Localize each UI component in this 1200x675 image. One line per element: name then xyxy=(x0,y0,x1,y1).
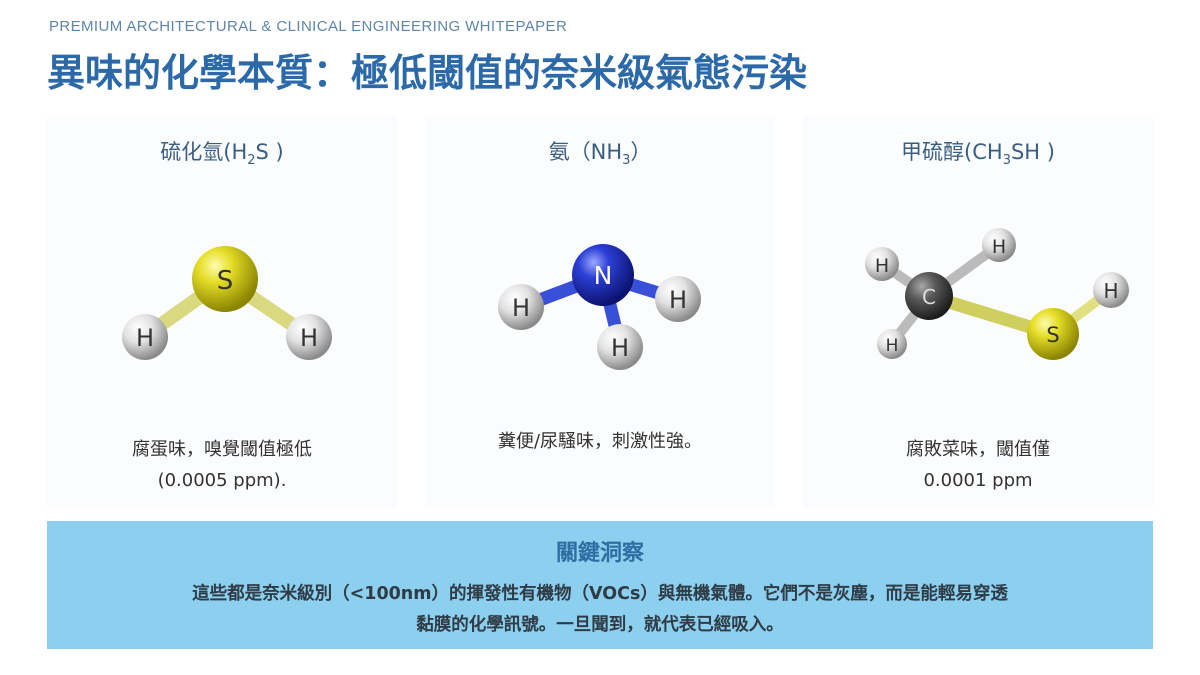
key-insight-box: 關鍵洞察 這些都是奈米級別（<100nm）的揮發性有機物（VOCs）與無機氣體。… xyxy=(47,521,1153,649)
molecule-name-suffix: SH ) xyxy=(1010,140,1055,164)
molecule-name-prefix: 甲硫醇(CH xyxy=(901,140,1003,164)
molecule-description: 腐敗菜味，閾值僅 0.0001 ppm xyxy=(803,434,1153,496)
atom-hydrogen-left: H xyxy=(865,247,899,281)
page-title: 異味的化學本質：極低閾值的奈米級氣態污染 xyxy=(47,51,808,95)
card-ammonia: 氨（NH3） H H H N 糞便/尿騷味，刺激性強。 xyxy=(425,116,775,508)
insight-heading: 關鍵洞察 xyxy=(555,541,644,566)
document-kicker: PREMIUM ARCHITECTURAL & CLINICAL ENGINEE… xyxy=(49,18,568,35)
molecule-name-suffix: S ) xyxy=(255,140,284,164)
molecule-name: 甲硫醇(CH3SH ) xyxy=(803,136,1153,168)
svg-text:S: S xyxy=(217,266,234,296)
description-line-2: 0.0001 ppm xyxy=(923,470,1033,491)
insight-line-1: 這些都是奈米級別（<100nm）的揮發性有機物（VOCs）與無機氣體。它們不是灰… xyxy=(192,584,1008,604)
atom-hydrogen-2: H xyxy=(655,276,701,322)
svg-text:N: N xyxy=(594,261,613,290)
atom-hydrogen-bottom: H xyxy=(877,329,907,359)
molecule-name-prefix: 硫化氫(H xyxy=(160,140,248,164)
atom-sulfur: S xyxy=(1027,308,1079,360)
ch3sh-molecule-model: H H H C H S xyxy=(865,228,1129,360)
atom-hydrogen-1: H xyxy=(498,284,544,330)
description-line-1: 腐敗菜味，閾值僅 xyxy=(906,439,1050,460)
svg-text:H: H xyxy=(512,294,530,322)
nh3-molecule-model: H H H N xyxy=(498,244,701,370)
svg-text:H: H xyxy=(875,255,889,277)
description-line-1: 腐蛋味，嗅覺閾值極低 xyxy=(132,439,312,460)
svg-text:H: H xyxy=(669,286,687,314)
molecule-name: 硫化氫(H2S ) xyxy=(47,136,397,168)
svg-text:H: H xyxy=(300,324,318,352)
atom-hydrogen-1: H xyxy=(122,314,168,360)
insight-body: 這些都是奈米級別（<100nm）的揮發性有機物（VOCs）與無機氣體。它們不是灰… xyxy=(87,579,1113,641)
molecule-name-subscript: 3 xyxy=(1002,153,1011,169)
atom-hydrogen-thiol: H xyxy=(1093,272,1129,308)
molecule-name-suffix: ） xyxy=(630,140,652,164)
svg-text:H: H xyxy=(136,324,154,352)
svg-text:H: H xyxy=(992,236,1006,258)
atom-sulfur: S xyxy=(192,246,258,312)
h2s-molecule-model: S H H xyxy=(122,246,332,360)
card-methanethiol: 甲硫醇(CH3SH ) H H H C xyxy=(803,116,1153,508)
atom-nitrogen: N xyxy=(572,244,634,306)
molecule-cards: 硫化氫(H2S ) S H H 腐蛋味，嗅覺閾值極低 (0.0005 ppm). xyxy=(47,116,1153,508)
atom-hydrogen-top: H xyxy=(982,228,1016,262)
molecule-name-subscript: 2 xyxy=(247,153,256,169)
description-line-2: (0.0005 ppm). xyxy=(157,470,287,491)
molecule-name: 氨（NH3） xyxy=(425,136,775,168)
atom-hydrogen-3: H xyxy=(597,324,643,370)
molecule-name-subscript: 3 xyxy=(622,153,631,169)
molecule-description: 腐蛋味，嗅覺閾值極低 (0.0005 ppm). xyxy=(47,434,397,496)
insight-line-2: 黏膜的化學訊號。一旦聞到，就代表已經吸入。 xyxy=(416,615,784,635)
atom-hydrogen-2: H xyxy=(286,314,332,360)
atom-carbon: C xyxy=(905,272,953,320)
svg-text:H: H xyxy=(1103,279,1118,303)
svg-text:H: H xyxy=(886,336,899,356)
description-line-1: 糞便/尿騷味，刺激性強。 xyxy=(497,431,703,452)
svg-text:C: C xyxy=(922,285,936,309)
svg-text:S: S xyxy=(1046,323,1059,347)
svg-text:H: H xyxy=(611,334,629,362)
molecule-description: 糞便/尿騷味，刺激性強。 xyxy=(425,426,775,457)
card-hydrogen-sulfide: 硫化氫(H2S ) S H H 腐蛋味，嗅覺閾值極低 (0.0005 ppm). xyxy=(47,116,397,508)
molecule-name-prefix: 氨（NH xyxy=(548,140,623,164)
